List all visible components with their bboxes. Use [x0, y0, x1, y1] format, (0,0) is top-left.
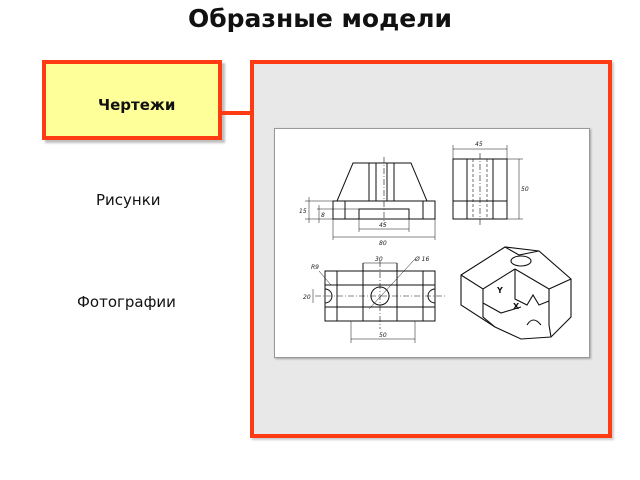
axis-y-label: Y: [496, 286, 503, 295]
menu-item-photos[interactable]: Фотографии: [77, 293, 176, 311]
dim-top-width: 45: [475, 141, 483, 148]
dim-front-overall: 80: [379, 240, 387, 247]
dim-front-small: 8: [321, 212, 325, 219]
dim-plan-top: 30: [375, 256, 383, 263]
dim-side-height: 50: [521, 186, 529, 193]
menu-item-drawings-label: Чертежи: [98, 96, 176, 114]
menu-item-pictures[interactable]: Рисунки: [96, 191, 161, 209]
dim-plan-left: 20: [303, 294, 311, 301]
slide-title: Образные модели: [187, 4, 453, 33]
menu-item-drawings[interactable]: Чертежи: [42, 60, 222, 140]
dim-plan-hole: Ø 16: [414, 256, 429, 263]
technical-drawing-svg: 45 45 80 15 8 50 30 R9 Ø 16 20 50 Y X: [299, 141, 572, 343]
dim-front-inner: 45: [379, 222, 387, 229]
dim-plan-radius: R9: [311, 264, 319, 271]
dim-plan-bottom: 50: [379, 332, 387, 339]
connector-line: [222, 111, 254, 115]
axis-x-label: X: [513, 302, 520, 311]
technical-drawing-image: 45 45 80 15 8 50 30 R9 Ø 16 20 50 Y X: [274, 128, 590, 358]
dim-front-height: 15: [299, 208, 307, 215]
